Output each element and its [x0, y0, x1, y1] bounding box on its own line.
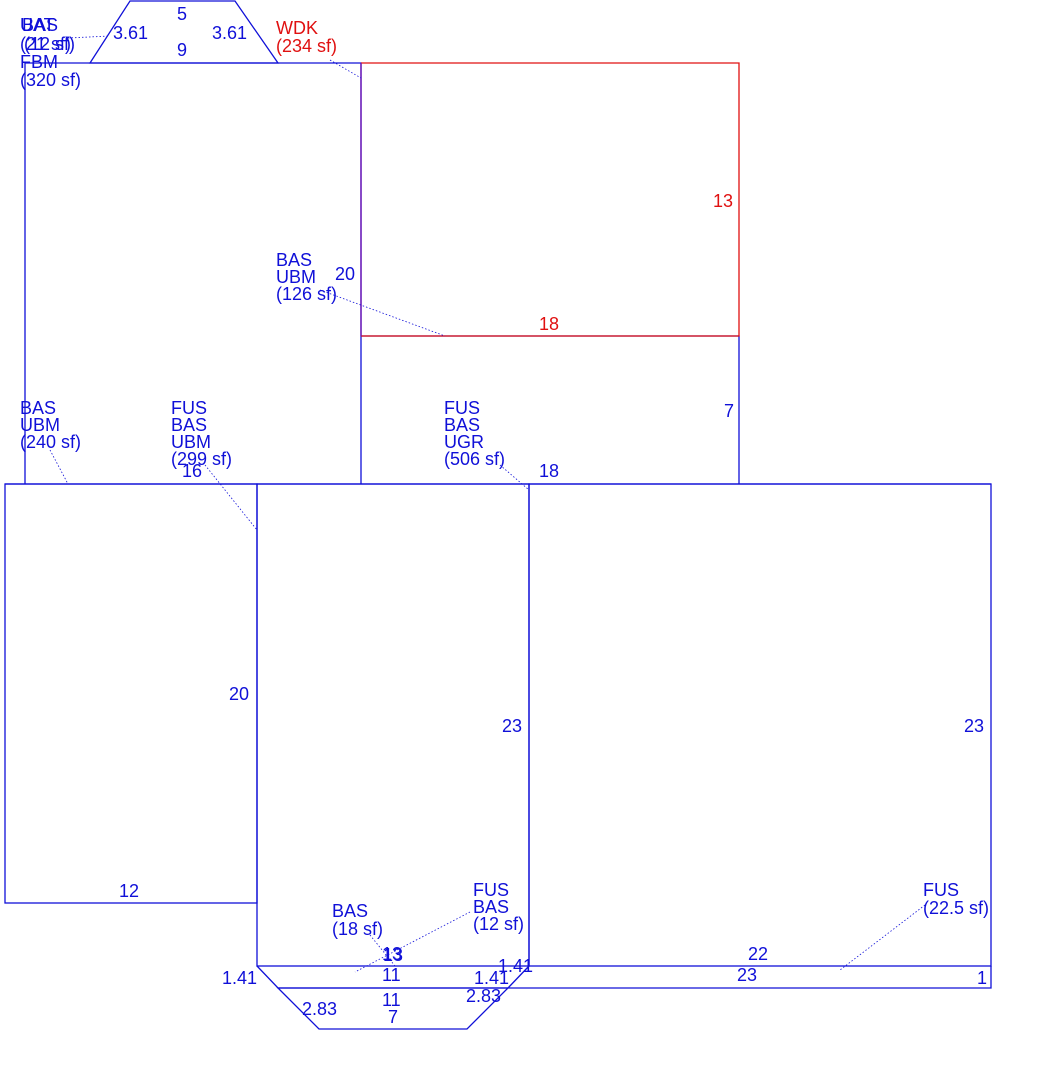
- left-code-ubm: UBM: [20, 415, 60, 435]
- blue-outlines: [4, 0, 992, 1030]
- dim-bottom-22: 22: [748, 944, 768, 964]
- bottom-strip-outline: [256, 965, 992, 989]
- dim-small-11a: 11: [382, 965, 401, 985]
- strip-area: (22.5 sf): [923, 898, 989, 918]
- small-fus-code: FUS: [473, 880, 509, 900]
- center-code-bas: BAS: [171, 415, 207, 435]
- leader-lines: [49, 35, 926, 973]
- small-fus-bas: BAS: [473, 897, 509, 917]
- right-room-outline: [528, 483, 992, 967]
- dim-diag-141-right: 1.41: [498, 956, 533, 976]
- right-code-bas: BAS: [444, 415, 480, 435]
- dim-diag-283-right: 2.83: [466, 986, 501, 1006]
- deck-outline: [361, 62, 740, 337]
- dim-small-11b: 11: [382, 990, 401, 1010]
- dim-mid-side: 20: [335, 264, 355, 284]
- top-bay-area: (12 sf): [24, 34, 75, 54]
- dim-top-bay-left: 3.61: [113, 23, 148, 43]
- dim-left-side: 20: [229, 684, 249, 704]
- left-area: (240 sf): [20, 432, 81, 452]
- mid-code-bas: BAS: [276, 250, 312, 270]
- dim-diag-141-mid: 1.41: [474, 968, 509, 988]
- dim-bottom-1: 1: [977, 968, 987, 988]
- strip-code-fus: FUS: [923, 880, 959, 900]
- top-bay-code-overlap: BAS: [22, 15, 58, 35]
- bottom-bay-outline: [276, 987, 510, 1030]
- top-bay-area-overlap: (21 sf): [20, 34, 71, 54]
- right-code-fus: FUS: [444, 398, 480, 418]
- deck-dim-bottom: 18: [539, 314, 559, 334]
- dim-center-top: 16: [182, 461, 202, 481]
- deck-code: WDK: [276, 18, 318, 38]
- dim-top-bay-bottom: 9: [177, 40, 187, 60]
- dim-bottom-23: 23: [737, 965, 757, 985]
- bottom-strip-upper-line: [507, 965, 530, 989]
- upper-left-code: FBM: [20, 52, 58, 72]
- center-code-fus: FUS: [171, 398, 207, 418]
- dim-diag-141-left: 1.41: [222, 968, 257, 988]
- dim-top-bay-top: 5: [177, 4, 187, 24]
- dim-small-13b: 13: [383, 945, 403, 965]
- dim-right-7: 7: [724, 401, 734, 421]
- right-area: (506 sf): [444, 449, 505, 469]
- small-area: (18 sf): [332, 919, 383, 939]
- dim-bottom-7: 7: [388, 1007, 398, 1027]
- mid-code-ubm: UBM: [276, 267, 316, 287]
- dim-small-13a: 13: [382, 944, 402, 964]
- small-fus-area: (12 sf): [473, 914, 524, 934]
- upper-left-area: (320 sf): [20, 70, 81, 90]
- center-area: (299 sf): [171, 449, 232, 469]
- right-code-ugr: UGR: [444, 432, 484, 452]
- top-bay-code-1: UAT: [20, 15, 55, 35]
- deck-area: (234 sf): [276, 36, 337, 56]
- dim-top-bay-right: 3.61: [212, 23, 247, 43]
- left-code-bas: BAS: [20, 398, 56, 418]
- dim-far-right: 23: [964, 716, 984, 736]
- dim-upper-right-bottom: 18: [539, 461, 559, 481]
- center-code-ubm: UBM: [171, 432, 211, 452]
- mid-area: (126 sf): [276, 284, 337, 304]
- small-code-bas: BAS: [332, 901, 368, 921]
- dim-diag-283-left: 2.83: [302, 999, 337, 1019]
- deck-dim-right: 13: [713, 191, 733, 211]
- dim-center-right: 23: [502, 716, 522, 736]
- dim-left-bottom: 12: [119, 881, 139, 901]
- left-room-outline: [4, 483, 258, 904]
